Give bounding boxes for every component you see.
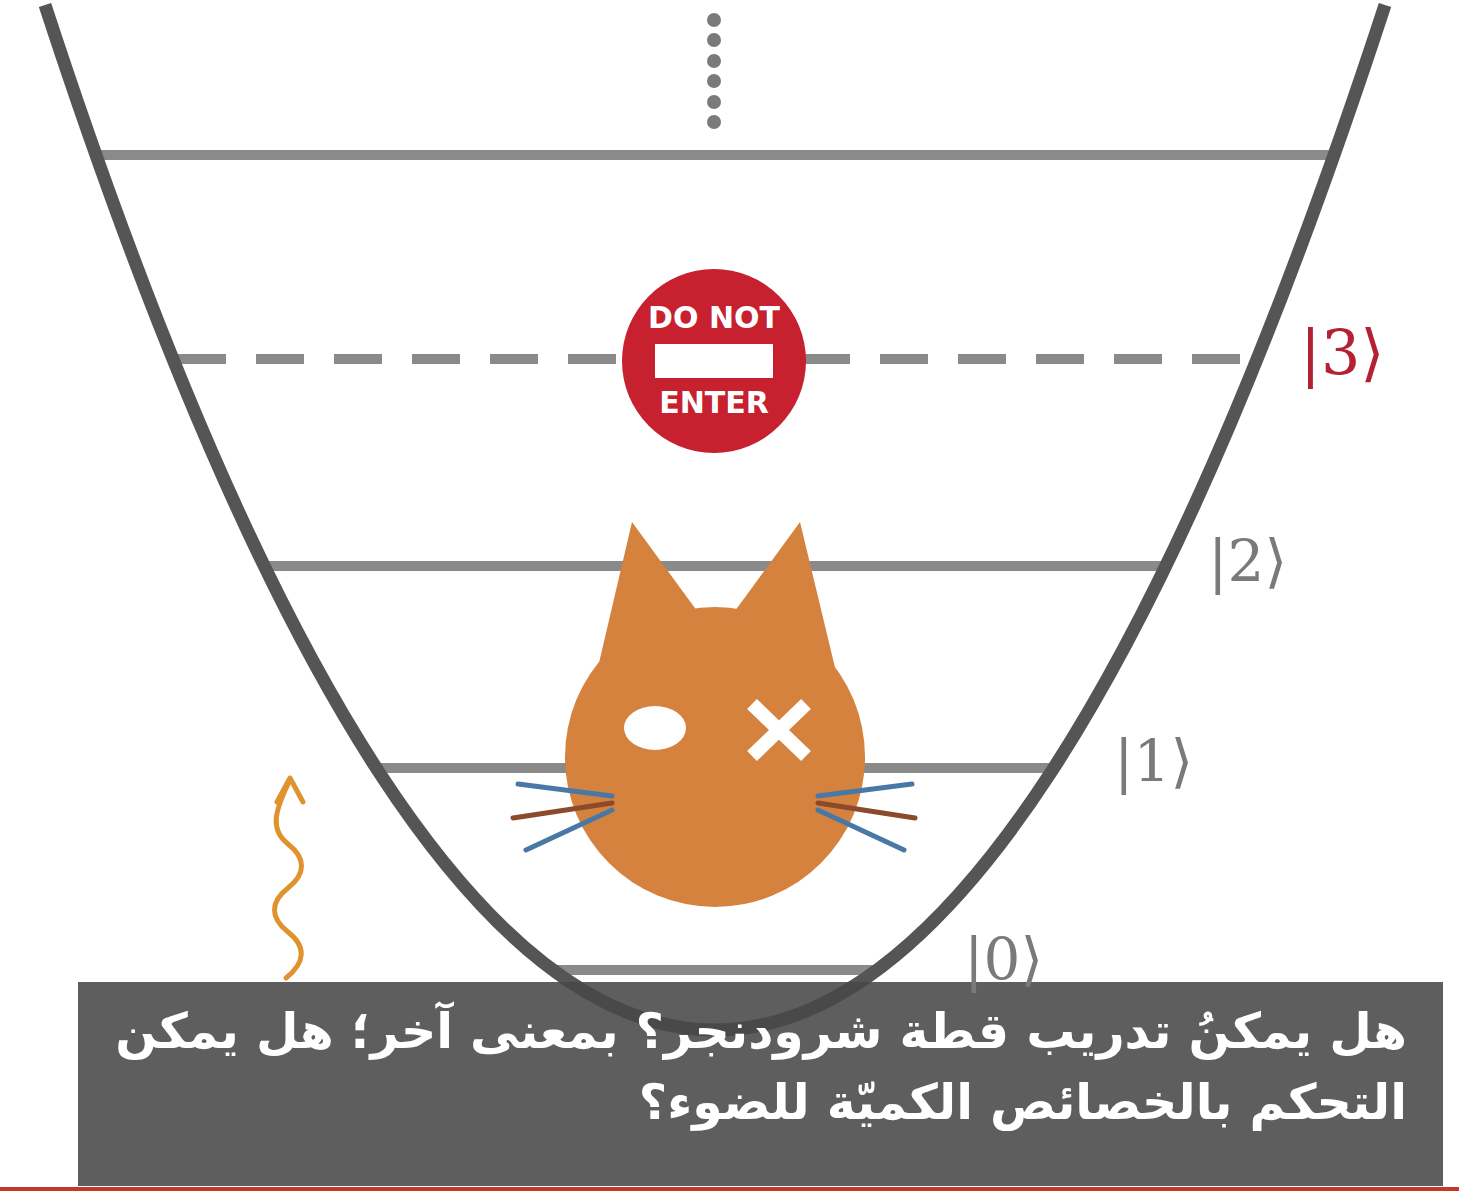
photon-arrow xyxy=(275,778,304,978)
sign-text: ENTER xyxy=(621,388,807,418)
state-label: |3⟩ xyxy=(1300,322,1385,384)
bottom-rule xyxy=(0,1187,1459,1191)
state-label: |1⟩ xyxy=(1114,732,1193,790)
arrow-head xyxy=(277,778,303,802)
cat-whiskers xyxy=(513,784,915,850)
energy-level xyxy=(268,561,1162,571)
caption-text: هل يمكنُ تدريب قطة شرودنجر؟ بمعنى آخر؛ ه… xyxy=(114,996,1407,1138)
cat-eye xyxy=(624,706,686,750)
cat-face xyxy=(565,607,865,907)
cross-stroke xyxy=(752,704,806,756)
cross-stroke xyxy=(752,704,806,756)
energy-level xyxy=(100,150,1330,160)
dot xyxy=(707,95,721,109)
photon-wave xyxy=(275,780,302,978)
caption-banner: هل يمكنُ تدريب قطة شرودنجر؟ بمعنى آخر؛ ه… xyxy=(78,982,1443,1186)
sign-bar xyxy=(655,344,773,378)
sign-shape xyxy=(621,268,807,454)
continuation-dots xyxy=(707,13,721,129)
sign-disc xyxy=(622,269,806,453)
cat-eye-cross xyxy=(752,704,806,756)
no-entry-sign: DO NOT ENTER xyxy=(621,268,807,454)
dot xyxy=(707,33,721,47)
energy-levels xyxy=(100,155,1330,970)
potential-well xyxy=(45,5,1385,1030)
dot xyxy=(707,54,721,68)
sign-text: DO NOT xyxy=(621,303,807,333)
dot xyxy=(707,115,721,129)
state-label: |0⟩ xyxy=(964,930,1043,988)
cat-head xyxy=(513,522,915,907)
whisker xyxy=(818,810,904,850)
whisker xyxy=(818,784,912,796)
energy-level xyxy=(556,965,874,975)
state-label: |2⟩ xyxy=(1208,532,1287,590)
whisker xyxy=(526,810,612,850)
whisker xyxy=(518,784,612,796)
dot xyxy=(707,74,721,88)
dot xyxy=(707,13,721,27)
